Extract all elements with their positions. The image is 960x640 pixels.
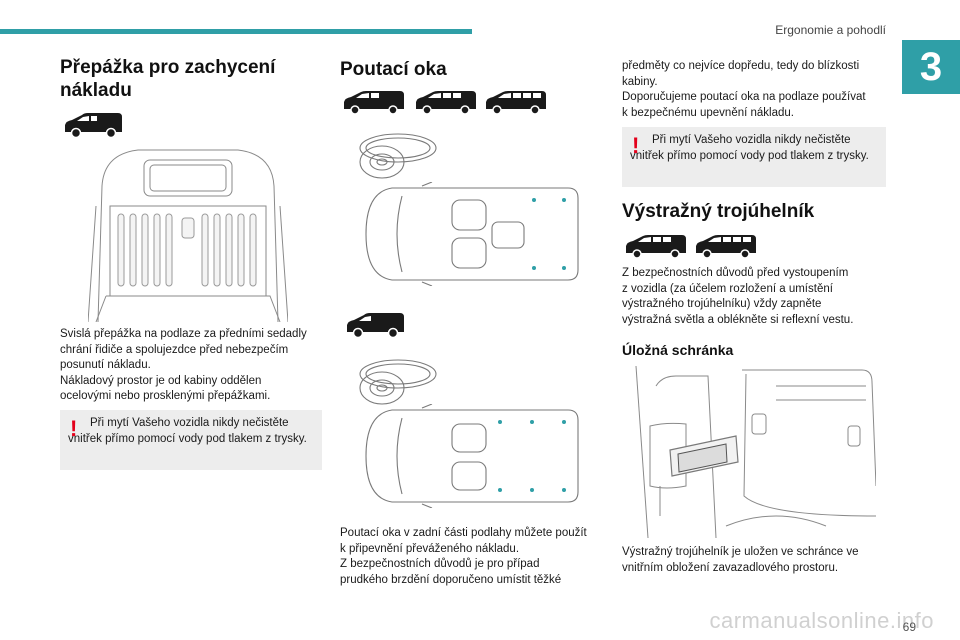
- cargo-partition-text: Svislá přepážka na podlaze za předními s…: [60, 328, 307, 402]
- watermark: carmanualsonline.info: [709, 608, 934, 633]
- car-icon-variant-1: [344, 91, 404, 114]
- floor-plan-lashing-points-2: [365, 404, 579, 508]
- page-number: 69: [902, 620, 916, 634]
- storage-box-caption: Výstražný trojúhelník je uložen ve schrá…: [622, 546, 859, 574]
- heading-cargo-partition: Přepážka pro zachycení nákladu: [60, 57, 276, 101]
- car-icon-variant-2: [416, 91, 476, 114]
- warning-icon: !: [632, 133, 640, 158]
- lashing-rings-text: Poutací oka v zadní části podlahy můžete…: [340, 527, 587, 586]
- chapter-number-tab: 3: [902, 40, 960, 94]
- heading-storage-box: Úložná schránka: [622, 342, 734, 358]
- lashing-ring-detail-2: [359, 359, 437, 405]
- warning-icon: !: [70, 416, 78, 441]
- storage-box-illustration: [635, 366, 876, 538]
- header-accent-bar: [0, 29, 472, 34]
- warning-box-2: ! Při mytí Vašeho vozidla nikdy nečistět…: [622, 127, 886, 187]
- heading-lashing-rings: Poutací oka: [340, 59, 447, 80]
- warning-triangle-text: Z bezpečnostních důvodů před vystoupením…: [622, 267, 854, 326]
- car-icon-variant-3: [486, 91, 546, 114]
- cargo-partition-illustration: [88, 149, 288, 322]
- van-icon-2: [347, 313, 404, 338]
- floor-plan-lashing-points-1: [365, 182, 579, 286]
- car-icon-variant-3b: [696, 235, 756, 258]
- warning-box: ! Při mytí Vašeho vozidla nikdy nečistět…: [60, 410, 322, 470]
- car-icon-variant-2b: [626, 235, 686, 258]
- van-icon: [65, 113, 122, 138]
- lashing-ring-detail-1: [359, 133, 437, 179]
- lashing-rings-text-continued: předměty co nejvíce dopředu, tedy do blí…: [622, 60, 866, 119]
- section-title: Ergonomie a pohodlí: [775, 23, 886, 37]
- heading-warning-triangle: Výstražný trojúhelník: [622, 201, 815, 222]
